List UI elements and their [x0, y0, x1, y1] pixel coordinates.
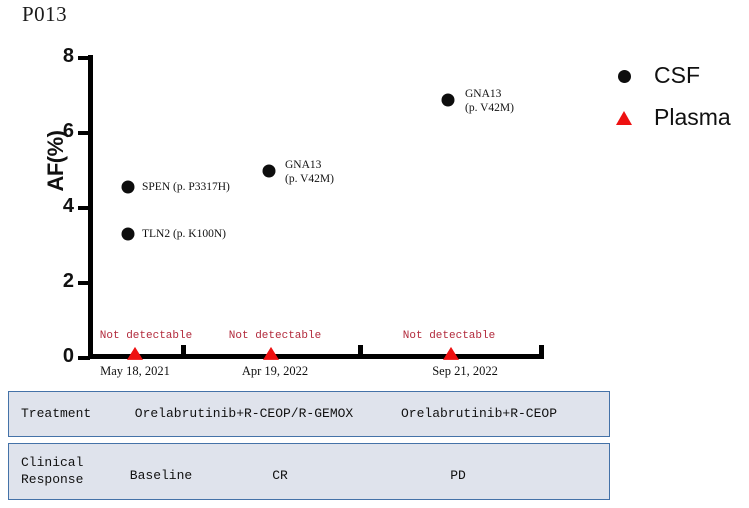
data-point-plasma-2[interactable] — [263, 346, 279, 360]
legend: CSF Plasma — [612, 58, 749, 142]
x-tick-3 — [539, 345, 544, 357]
data-point-plasma-1[interactable] — [127, 346, 143, 360]
y-tick-label-2: 2 — [62, 270, 74, 292]
data-point-tln2[interactable] — [121, 227, 135, 241]
legend-item-plasma[interactable]: Plasma — [612, 100, 749, 142]
y-tick-0 — [78, 356, 90, 360]
data-point-gna13-top[interactable] — [441, 93, 455, 107]
x-axis-label-date-3: Sep 21, 2022 — [432, 364, 498, 378]
treatment-row-header: Treatment — [21, 406, 92, 421]
clinical-response-row: Clinical Response Baseline CR PD — [8, 443, 610, 500]
legend-label-csf: CSF — [654, 62, 700, 88]
treatment-cell-2: Orelabrutinib+R-CEOP — [400, 406, 558, 421]
legend-item-csf[interactable]: CSF — [612, 58, 749, 100]
treatment-cell-1: Orelabrutinib+R-CEOP/R-GEMOX — [134, 406, 354, 421]
x-axis-label-date-2: Apr 19, 2022 — [241, 364, 309, 378]
clinical-response-cell-3: PD — [450, 468, 466, 483]
data-point-gna13-mid[interactable] — [262, 164, 276, 178]
data-label-tln2: TLN2 (p. K100N) — [142, 228, 226, 240]
data-label-gna13-mid-variant: (p. V42M) — [285, 173, 334, 186]
data-label-gna13-mid: GNA13 (p. V42M) — [285, 158, 334, 187]
data-label-gna13-top-gene: GNA13 — [465, 88, 502, 100]
data-label-gna13-mid-gene: GNA13 — [285, 159, 322, 171]
annotation-not-detectable-2: Not detectable — [228, 330, 322, 342]
y-tick-6 — [78, 131, 90, 135]
data-label-gna13-top: GNA13 (p. V42M) — [465, 87, 514, 116]
y-tick-label-4: 4 — [62, 195, 74, 217]
annotation-not-detectable-3: Not detectable — [402, 330, 496, 342]
clinical-response-cell-1: Baseline — [129, 468, 193, 483]
clinical-response-cell-2: CR — [272, 468, 288, 483]
y-tick-label-6: 6 — [62, 120, 74, 142]
x-tick-2 — [358, 345, 363, 357]
x-axis-label-date-1: May 18, 2021 — [100, 364, 170, 378]
data-label-spen: SPEN (p. P3317H) — [142, 181, 230, 193]
y-tick-8 — [78, 56, 90, 60]
x-axis-line — [88, 354, 544, 359]
data-point-plasma-3[interactable] — [443, 346, 459, 360]
clinical-response-header-line1: Clinical — [21, 455, 84, 470]
y-axis-line — [88, 55, 93, 358]
y-tick-label-0: 0 — [62, 345, 74, 367]
annotation-not-detectable-1: Not detectable — [99, 330, 193, 342]
y-tick-label-8: 8 — [62, 45, 74, 67]
x-tick-1 — [181, 345, 186, 357]
clinical-response-header-line2: Response — [21, 471, 84, 487]
clinical-response-row-header: Clinical Response — [21, 455, 83, 489]
y-tick-2 — [78, 281, 90, 285]
y-tick-4 — [78, 206, 90, 210]
triangle-marker-icon — [616, 111, 632, 125]
data-label-gna13-top-variant: (p. V42M) — [465, 102, 514, 115]
page-title: P013 — [22, 2, 68, 26]
data-point-spen[interactable] — [121, 180, 135, 194]
circle-marker-icon — [618, 70, 631, 83]
plot-area: AF(%) 8 6 4 2 0 SPEN (p. P3317H) TLN2 (p… — [43, 45, 749, 378]
treatment-row: Treatment Orelabrutinib+R-CEOP/R-GEMOX O… — [8, 391, 610, 437]
legend-label-plasma: Plasma — [654, 104, 731, 130]
